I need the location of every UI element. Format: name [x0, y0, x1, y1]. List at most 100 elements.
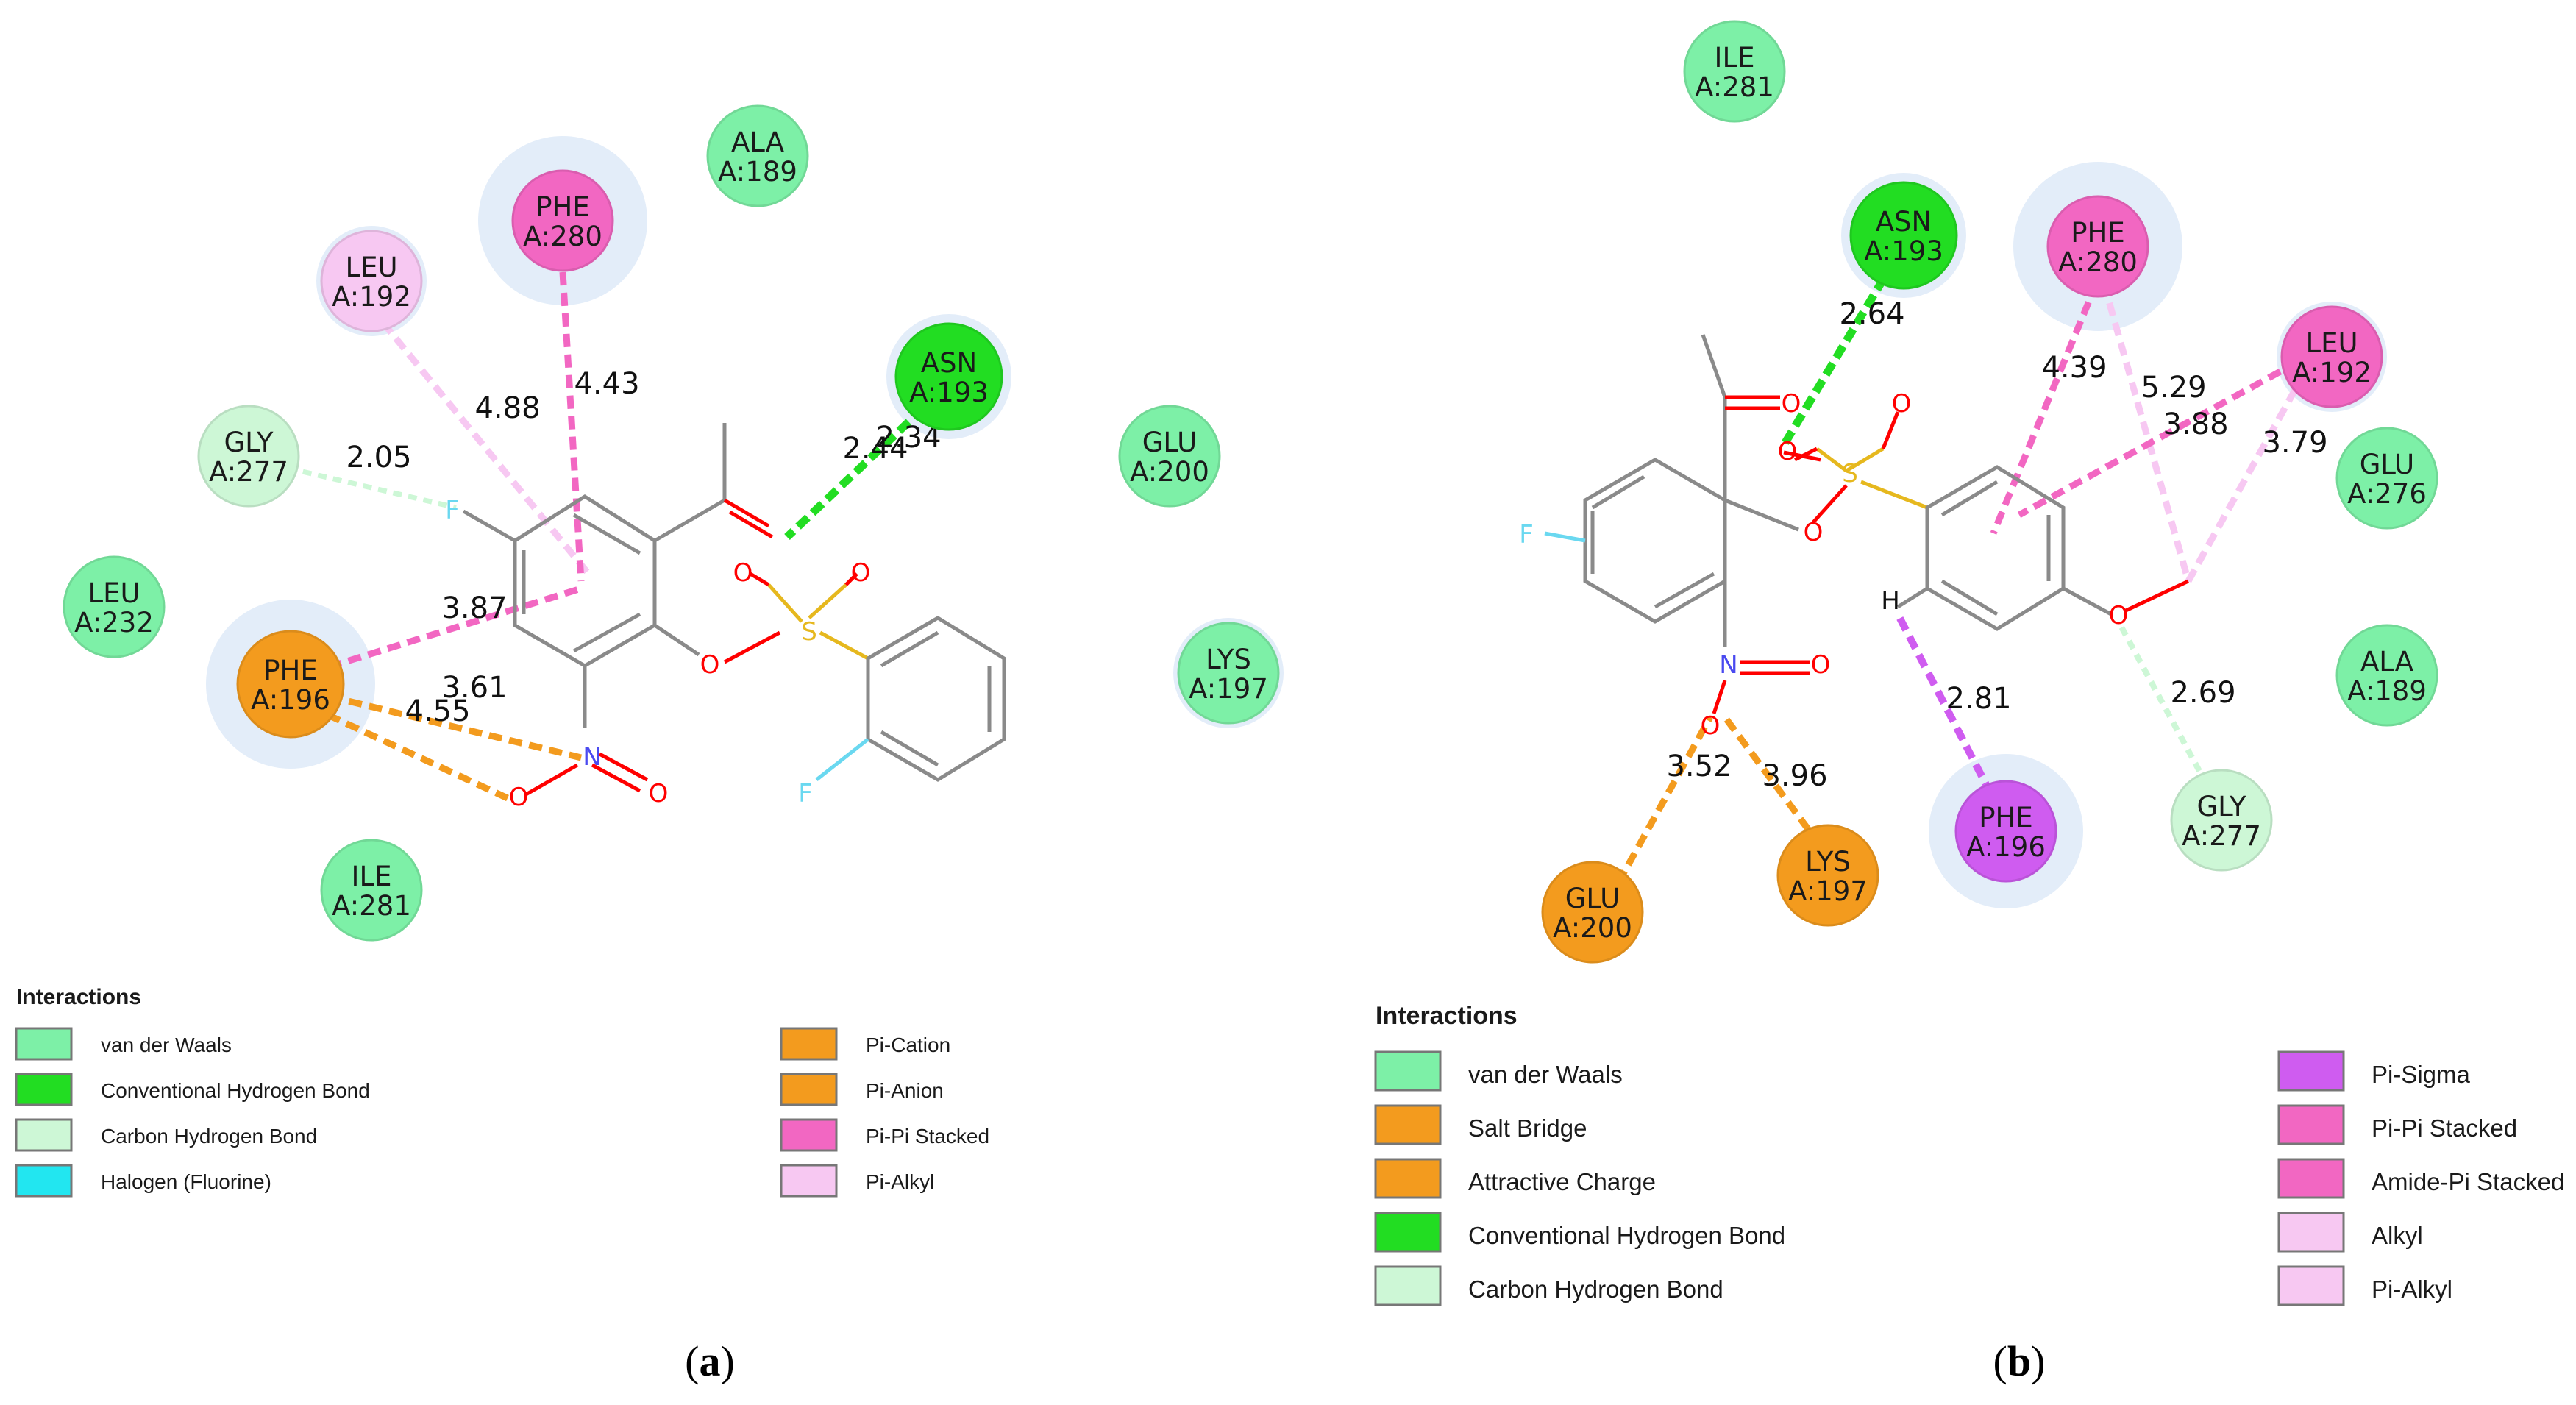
legend-label: Pi-Pi Stacked	[866, 1125, 989, 1148]
panel-a-atom-labels: F F O S O O N O O	[445, 496, 870, 812]
legend-item-pi-alkyl: Pi-Alkyl	[780, 1164, 934, 1198]
a-line-leu192	[354, 288, 591, 576]
a-ala189-number: A:189	[718, 156, 797, 188]
b-leu192-node	[2280, 305, 2383, 408]
legend-label: Amide-Pi Stacked	[2372, 1168, 2564, 1195]
b-line-lys197	[1722, 715, 1824, 848]
b-dist-phe196: 2.81	[1946, 682, 2011, 716]
a-atom-o-n2: O	[509, 783, 529, 812]
legend-item-conventional-hbond: Conventional Hydrogen Bond	[15, 1073, 370, 1106]
b-glu276-name: GLU	[2360, 449, 2415, 480]
panel-b-ligand	[1544, 334, 2190, 714]
legend-swatch	[2277, 1104, 2345, 1145]
legend-label: Conventional Hydrogen Bond	[101, 1079, 370, 1102]
legend-swatch	[780, 1027, 838, 1061]
b-line-leu192-2	[2185, 388, 2298, 583]
b-atom-o-carbonyl: O	[1782, 389, 1801, 419]
legend-item-pi-sigma: Pi-Sigma	[2277, 1050, 2471, 1092]
a-line-phe196-ring	[307, 585, 583, 677]
legend-item-attractive-charge: Attractive Charge	[1374, 1158, 1656, 1199]
panel-a-residues: PHEA:280ALAA:189LEUA:192ASNA:193GLUA:200…	[63, 104, 1280, 942]
a-lys197-number: A:197	[1189, 673, 1268, 705]
a-gly277-node	[197, 405, 300, 508]
b-lys197-node	[1776, 824, 1879, 927]
a-gly277-name: GLY	[224, 427, 274, 458]
b-line-phe196	[1894, 612, 2004, 815]
legend-item-van-der-waals: van der Waals	[15, 1027, 232, 1061]
panel-b-atom-labels: F O O S O O H O N O O	[1519, 389, 2128, 741]
a-atom-o-s1: O	[733, 558, 753, 588]
legend-swatch	[15, 1073, 73, 1106]
a-ala189-node	[706, 104, 809, 207]
panel-b-distances: 2.64 4.39 5.29 3.88 3.79 2.69 2.81 3.52 …	[1666, 297, 2327, 793]
b-gly277-number: A:277	[2182, 820, 2261, 852]
legend-item-pi-pi-stacked: Pi-Pi Stacked	[2277, 1104, 2517, 1145]
panel-a-ligand	[462, 423, 1006, 797]
legend-item-van-der-waals: van der Waals	[1374, 1050, 1623, 1092]
a-ile281-name: ILE	[352, 861, 392, 892]
b-glu200-node	[1541, 861, 1644, 964]
legend-label: van der Waals	[1468, 1061, 1623, 1088]
b-phe280-name: PHE	[2071, 217, 2125, 249]
a-line-asn193	[784, 405, 926, 540]
b-asn193-node	[1849, 181, 1958, 290]
b-gly277-node	[2170, 769, 2273, 872]
legend-swatch	[1374, 1104, 1442, 1145]
a-phe196-name: PHE	[263, 655, 318, 686]
b-ala189-node	[2335, 624, 2438, 727]
a-ile281-node	[320, 839, 423, 942]
legend-label: Pi-Alkyl	[866, 1170, 934, 1193]
panel-b-interaction-lines	[1615, 259, 2298, 885]
legend-swatch	[1374, 1050, 1442, 1092]
b-glu200-name: GLU	[1565, 883, 1620, 914]
b-atom-f: F	[1519, 520, 1534, 549]
b-lys197-number: A:197	[1788, 875, 1868, 907]
b-atom-o-n1: O	[1811, 650, 1831, 680]
b-dist-phe280-2: 5.29	[2141, 371, 2206, 405]
b-phe196-number: A:196	[1966, 831, 2046, 863]
legend-item-pi-pi-stacked: Pi-Pi Stacked	[780, 1118, 989, 1152]
a-line-phe196-n	[307, 688, 583, 761]
b-glu276-number: A:276	[2347, 478, 2427, 510]
a-atom-f2: F	[798, 779, 813, 808]
legend-swatch	[780, 1118, 838, 1152]
b-phe280-number: A:280	[2058, 246, 2138, 278]
legend-swatch	[15, 1027, 73, 1061]
a-atom-f1: F	[445, 496, 460, 525]
b-ile281-number: A:281	[1695, 71, 1774, 103]
b-line-glu200	[1615, 715, 1713, 885]
b-line-gly277	[2116, 620, 2217, 800]
b-line-asn193	[1780, 259, 1898, 447]
a-phe196-node	[236, 630, 345, 739]
a-leu232-name: LEU	[88, 577, 140, 609]
b-dist-glu200: 3.52	[1666, 750, 1732, 783]
b-phe196-node	[1954, 780, 2057, 883]
legend-swatch	[2277, 1050, 2345, 1092]
caption-a-letter: a	[700, 1337, 721, 1385]
legend-label: Salt Bridge	[1468, 1114, 1587, 1142]
caption-b: (b)	[1993, 1337, 2046, 1385]
a-dist-phe196-o: 4.55	[405, 694, 470, 728]
legend-item-carbon-hbond: Carbon Hydrogen Bond	[1374, 1265, 1723, 1306]
a-atom-o-ether: O	[700, 650, 720, 680]
b-ile281-node	[1683, 20, 1786, 123]
panel-b-residues: ILEA:281ASNA:193PHEA:280LEUA:192GLUA:276…	[1541, 20, 2438, 964]
b-atom-o-s1: O	[1778, 437, 1798, 466]
b-ile281-name: ILE	[1715, 42, 1755, 74]
a-leu192-number: A:192	[332, 281, 411, 313]
b-dist-phe280-1: 4.39	[2041, 351, 2107, 385]
legend-label: Conventional Hydrogen Bond	[1468, 1222, 1785, 1249]
